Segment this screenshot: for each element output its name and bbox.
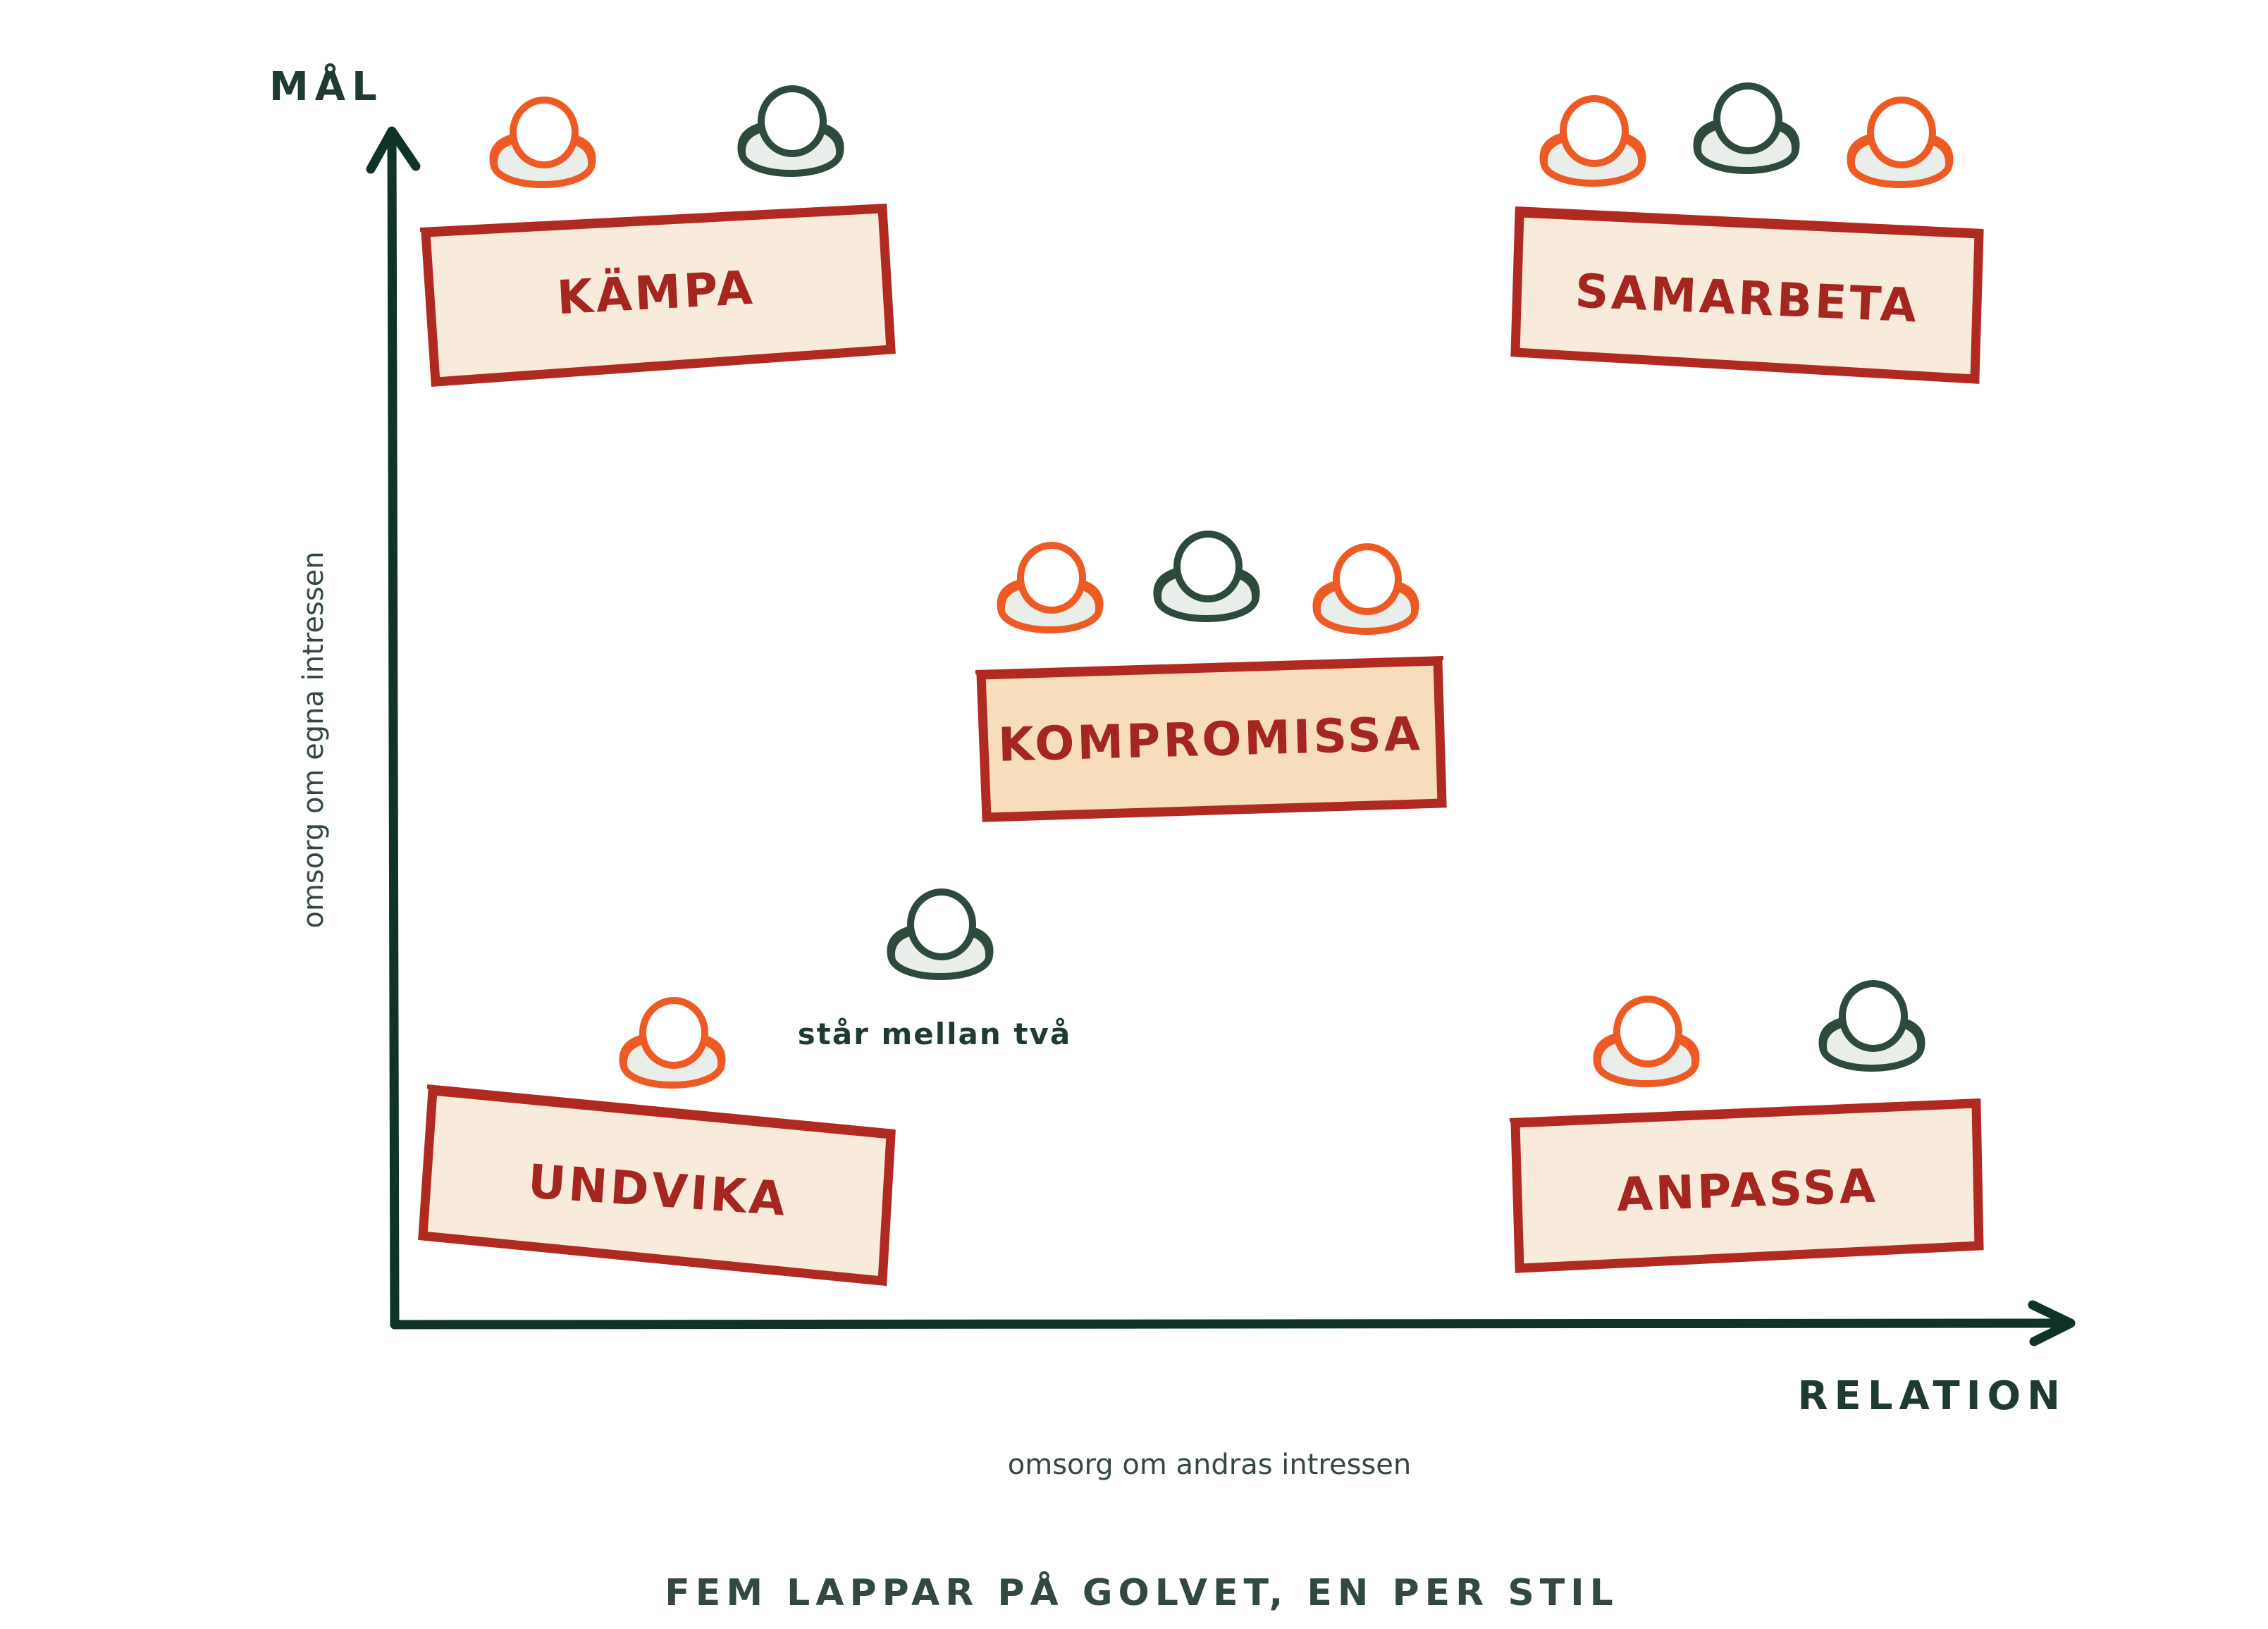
person-icon xyxy=(1312,543,1419,635)
card-kampa-stroke xyxy=(419,204,887,232)
diagram-caption: FEM LAPPAR PÅ GOLVET, EN PER STIL xyxy=(665,1571,1618,1614)
person-head-sketch xyxy=(1336,545,1400,573)
axes: MÅL omsorg om egna intressen RELATION om… xyxy=(269,63,2076,1481)
y-axis-arrowhead xyxy=(366,126,421,174)
card-kampa: KÄMPA xyxy=(419,204,896,387)
card-kompromissa-frame xyxy=(976,656,1447,822)
person-icon xyxy=(1693,82,1800,174)
x-axis-line xyxy=(390,1318,2074,1330)
person-head-sketch xyxy=(642,998,707,1027)
person-head-sketch xyxy=(910,890,975,918)
person-icon xyxy=(1593,996,1700,1087)
y-axis-title: MÅL xyxy=(269,63,383,110)
people-layer xyxy=(489,82,1954,1089)
person-icon xyxy=(1153,531,1260,622)
card-kampa-label: KÄMPA xyxy=(555,260,756,326)
person-head-sketch xyxy=(1176,532,1241,560)
card-anpassa-stroke xyxy=(1509,1098,1981,1122)
person-head-sketch xyxy=(1563,97,1627,125)
card-samarbeta-frame xyxy=(1510,208,1984,384)
card-undvika-stroke xyxy=(426,1084,896,1134)
person-head-sketch xyxy=(1842,981,1906,1010)
person-head-sketch xyxy=(512,98,577,126)
card-kompromissa: KOMPROMISSA xyxy=(975,656,1447,822)
person-icon xyxy=(1539,95,1646,187)
person-head-sketch xyxy=(1616,997,1681,1025)
card-samarbeta-stroke xyxy=(1515,206,1984,233)
standalone-person-note: står mellan två xyxy=(798,1017,1071,1051)
y-axis-subtitle: omsorg om egna intressen xyxy=(297,551,330,928)
person-head-sketch xyxy=(1716,84,1781,112)
card-kompromissa-label: KOMPROMISSA xyxy=(997,707,1423,772)
person-head-sketch xyxy=(1870,98,1935,126)
card-anpassa: ANPASSA xyxy=(1509,1098,1984,1273)
person-icon xyxy=(997,542,1104,633)
card-undvika-frame xyxy=(418,1085,896,1287)
y-axis-line xyxy=(387,128,400,1330)
card-kompromissa-stroke xyxy=(975,656,1444,674)
card-undvika: UNDVIKA xyxy=(418,1084,896,1287)
person-head-sketch xyxy=(1020,543,1085,571)
person-icon xyxy=(887,888,994,980)
card-anpassa-frame xyxy=(1510,1098,1984,1273)
person-icon xyxy=(737,85,844,177)
person-icon xyxy=(1847,97,1954,188)
person-icon xyxy=(619,997,726,1089)
x-axis-arrowhead xyxy=(2028,1300,2076,1346)
card-kampa-frame xyxy=(421,204,896,387)
person-icon xyxy=(1818,980,1925,1072)
card-samarbeta: SAMARBETA xyxy=(1510,206,1984,384)
person-icon xyxy=(489,97,596,188)
card-anpassa-label: ANPASSA xyxy=(1616,1159,1879,1222)
x-axis-title: RELATION xyxy=(1797,1373,2066,1419)
person-head-sketch xyxy=(760,87,825,115)
x-axis-subtitle: omsorg om andras intressen xyxy=(1008,1449,1411,1481)
